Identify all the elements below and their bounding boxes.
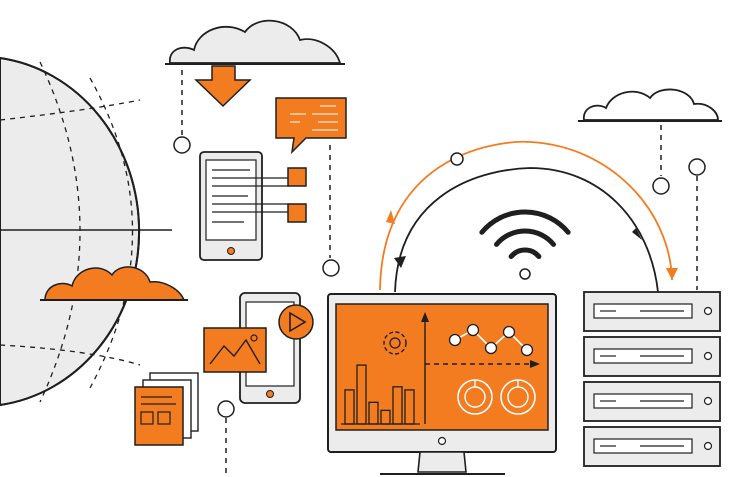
- server-unit: [583, 291, 721, 332]
- cloud-icon: [165, 19, 345, 65]
- play-icon: [278, 304, 314, 340]
- node-dot: [173, 136, 191, 154]
- cloud-icon: [578, 88, 722, 122]
- wifi-arc: [493, 228, 557, 247]
- node-dot: [688, 158, 706, 176]
- download-arrow-icon: [194, 65, 252, 108]
- gear-icon: [383, 331, 407, 355]
- monitor-icon: [327, 293, 557, 475]
- server-rack-icon: [583, 291, 721, 467]
- line-point: [448, 333, 462, 347]
- server-unit: [583, 381, 721, 422]
- server-unit: [583, 336, 721, 377]
- wifi-arc: [479, 209, 571, 235]
- node-dot: [450, 152, 464, 166]
- line-chart-icon: [448, 323, 534, 357]
- wifi-icon: [479, 209, 571, 280]
- line-point: [520, 343, 534, 357]
- bar-chart-icon: [341, 364, 420, 425]
- tablet-icon: [199, 151, 307, 261]
- cloud-icon: [40, 266, 188, 301]
- line-point: [484, 341, 498, 355]
- server-unit: [583, 426, 721, 467]
- sync-arrows-icon: [379, 140, 678, 293]
- wifi-arc: [508, 247, 542, 260]
- line-point: [466, 323, 480, 337]
- image-icon: [203, 327, 267, 373]
- chart-axes: [421, 312, 540, 424]
- documents-icon: [134, 372, 199, 446]
- chat-bubble-icon: [275, 97, 347, 155]
- node-dot: [652, 177, 670, 195]
- line-point: [502, 325, 516, 339]
- globe-icon: [0, 56, 172, 407]
- donut-chart-icon: [457, 379, 536, 415]
- node-dot: [217, 400, 235, 418]
- node-dot: [322, 259, 340, 277]
